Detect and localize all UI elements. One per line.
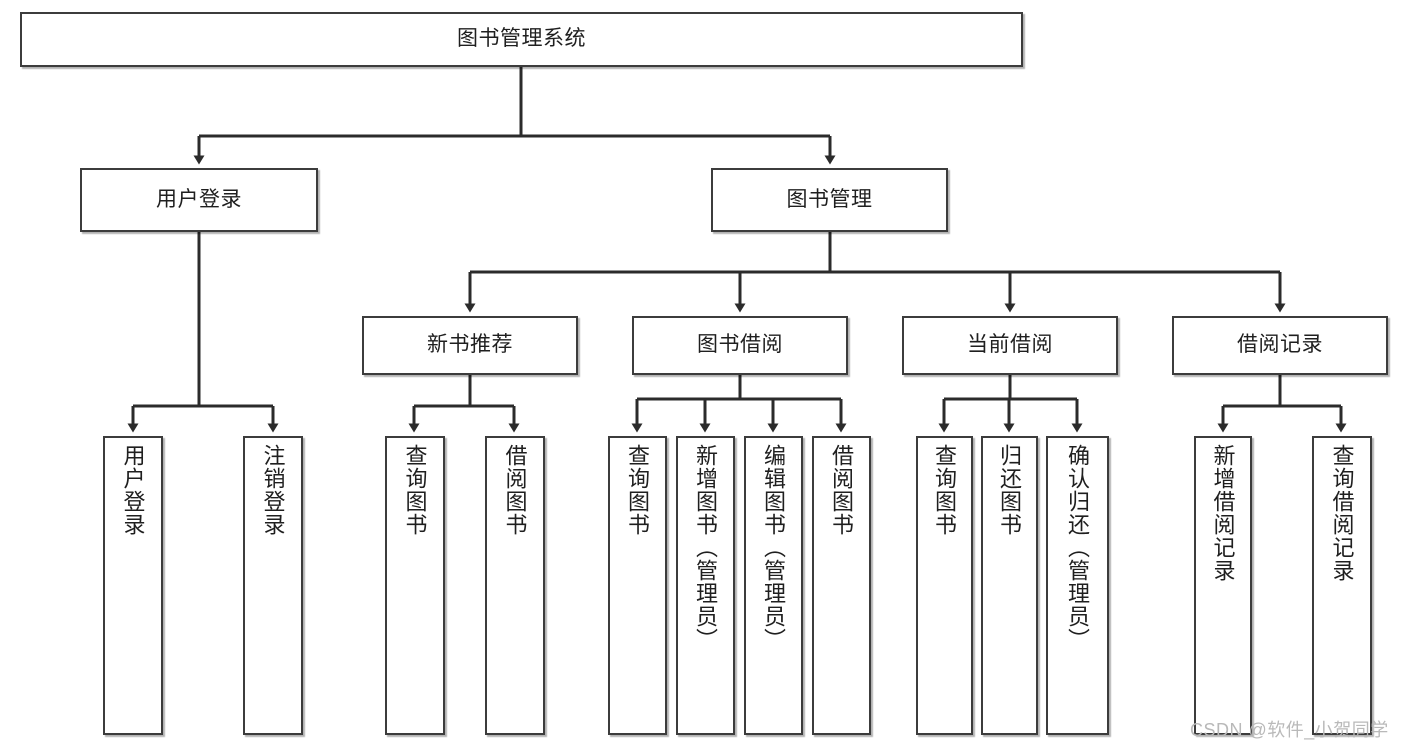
node-root[interactable]: 图书管理系统	[20, 12, 1023, 67]
leaf-current-confirm-return[interactable]: 确认归还（管理员）	[1046, 436, 1109, 735]
node-new-book-recommend-label: 新书推荐	[427, 333, 513, 357]
leaf-user-login[interactable]: 用户登录	[103, 436, 163, 735]
leaf-user-login-label: 用户登录	[120, 444, 146, 536]
leaf-borrow-borrow-book[interactable]: 借阅图书	[812, 436, 871, 735]
node-book-management[interactable]: 图书管理	[711, 168, 948, 232]
leaf-borrow-query-book-label: 查询图书	[625, 444, 651, 536]
csdn-watermark: CSDN @软件_小贺同学	[1190, 720, 1389, 740]
leaf-newbook-query-book[interactable]: 查询图书	[385, 436, 445, 735]
leaf-records-add-record[interactable]: 新增借阅记录	[1194, 436, 1252, 735]
leaf-borrow-query-book[interactable]: 查询图书	[608, 436, 667, 735]
node-root-label: 图书管理系统	[457, 27, 586, 51]
leaf-logout-label: 注销登录	[260, 444, 286, 536]
leaf-newbook-borrow-book-label: 借阅图书	[502, 444, 528, 536]
node-current-borrow-label: 当前借阅	[967, 333, 1053, 357]
node-new-book-recommend[interactable]: 新书推荐	[362, 316, 578, 375]
node-borrow-records[interactable]: 借阅记录	[1172, 316, 1388, 375]
node-book-management-label: 图书管理	[786, 187, 873, 211]
node-user-login[interactable]: 用户登录	[80, 168, 318, 232]
leaf-newbook-query-book-label: 查询图书	[402, 444, 428, 536]
leaf-borrow-edit-book-label: 编辑图书（管理员）	[761, 444, 787, 651]
leaf-records-query-record[interactable]: 查询借阅记录	[1312, 436, 1372, 735]
leaf-newbook-borrow-book[interactable]: 借阅图书	[485, 436, 545, 735]
node-book-borrow[interactable]: 图书借阅	[632, 316, 848, 375]
node-user-login-label: 用户登录	[156, 187, 242, 211]
leaf-logout[interactable]: 注销登录	[243, 436, 303, 735]
leaf-borrow-add-book-label: 新增图书（管理员）	[693, 444, 719, 651]
leaf-borrow-add-book[interactable]: 新增图书（管理员）	[676, 436, 735, 735]
leaf-borrow-edit-book[interactable]: 编辑图书（管理员）	[744, 436, 803, 735]
leaf-current-query-book-label: 查询图书	[932, 444, 958, 536]
leaf-current-return-book-label: 归还图书	[997, 444, 1023, 536]
leaf-current-return-book[interactable]: 归还图书	[981, 436, 1038, 735]
leaf-records-query-record-label: 查询借阅记录	[1329, 444, 1355, 582]
leaf-records-add-record-label: 新增借阅记录	[1210, 444, 1236, 582]
leaf-borrow-borrow-book-label: 借阅图书	[829, 444, 855, 536]
node-borrow-records-label: 借阅记录	[1237, 333, 1323, 357]
leaf-current-query-book[interactable]: 查询图书	[916, 436, 973, 735]
node-current-borrow[interactable]: 当前借阅	[902, 316, 1118, 375]
node-book-borrow-label: 图书借阅	[697, 333, 783, 357]
leaf-current-confirm-return-label: 确认归还（管理员）	[1065, 444, 1091, 651]
